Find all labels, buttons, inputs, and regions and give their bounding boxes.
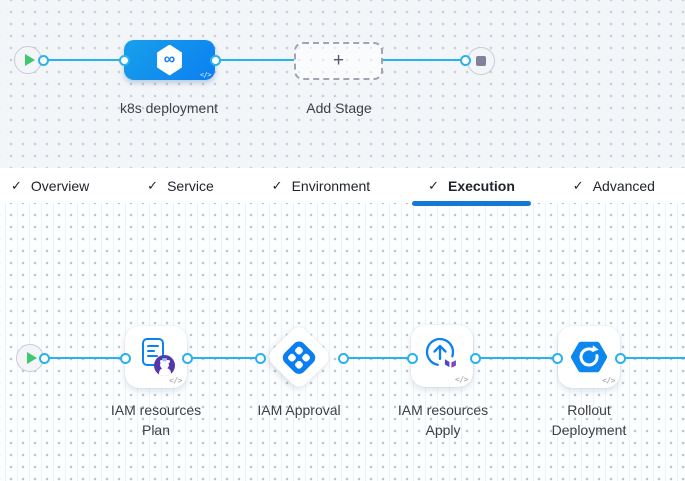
connector-line [44,356,126,360]
connector-line [43,58,125,62]
terraform-apply-icon [425,337,457,370]
step-node-iam-approval[interactable] [265,323,333,391]
check-icon: ✓ [11,178,22,193]
connector-port[interactable] [38,352,50,364]
pipeline-end-node [467,47,495,75]
tab-advanced[interactable]: ✓ Advanced [572,177,655,194]
tab-overview[interactable]: ✓ Overview [11,177,90,194]
harness-stage-icon: ∞ [157,44,182,76]
step-node-iam-resources-apply[interactable]: </> [411,325,473,387]
connector-port[interactable] [551,352,563,364]
tab-environment[interactable]: ✓ Environment [271,177,371,194]
stage-canvas: ∞ </> + k8s deployment Add Stage [0,0,685,168]
approval-icon [279,337,319,377]
pipeline-start-node [14,46,42,74]
connector-port[interactable] [37,54,49,66]
code-icon: </> [602,376,615,385]
add-stage-button[interactable]: + [294,42,383,80]
check-icon: ✓ [428,178,439,193]
connector-port[interactable] [337,352,349,364]
connector-port[interactable] [118,54,130,66]
connector-line [215,58,294,62]
stop-icon [476,56,486,66]
tab-execution[interactable]: ✓ Execution [412,168,531,206]
step-node-iam-resources-plan[interactable]: </> [125,326,187,388]
connector-port[interactable] [209,54,221,66]
connector-port[interactable] [406,352,418,364]
connector-line [383,58,461,62]
connector-line [620,356,685,360]
step-label: IAM Approval [257,402,341,418]
add-stage-label: Add Stage [306,100,372,116]
check-icon: ✓ [572,178,584,193]
step-node-rollout-deployment[interactable]: </> [558,326,620,388]
connector-port[interactable] [469,352,481,364]
code-icon: </> [199,71,212,79]
connector-port[interactable] [119,352,131,364]
code-icon: </> [169,376,182,385]
connector-line [343,356,413,360]
connector-line [187,356,261,360]
plus-icon: + [332,49,345,71]
connector-port[interactable] [254,352,266,364]
connector-port[interactable] [614,352,626,364]
stage-label: k8s deployment [119,100,219,116]
mascot-badge-icon [154,355,175,376]
connector-line [475,356,558,360]
tab-service[interactable]: ✓ Service [147,177,214,194]
connector-port[interactable] [459,54,471,66]
check-icon: ✓ [271,178,283,193]
terraform-plan-icon [142,338,164,366]
play-icon [24,54,35,66]
play-icon [26,352,37,364]
k8s-rollout-icon [570,341,608,373]
connector-port[interactable] [181,352,193,364]
code-icon: </> [455,375,468,384]
execution-start-node [16,344,44,372]
execution-canvas: </> </> </> IAM reso [0,203,685,481]
stage-node-k8s-deployment[interactable]: ∞ </> [124,40,215,80]
check-icon: ✓ [147,178,159,193]
stage-config-tabs: ✓ Overview ✓ Service ✓ Environment ✓ Exe… [0,168,685,206]
